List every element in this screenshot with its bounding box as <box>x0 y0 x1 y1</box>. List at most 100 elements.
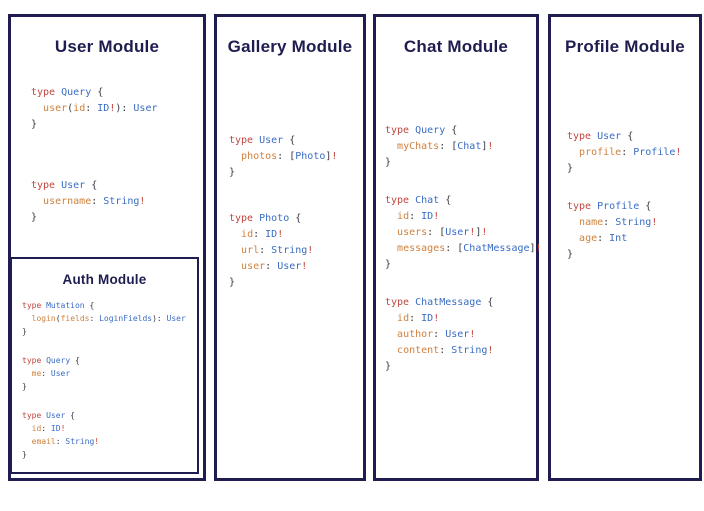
code-line: } <box>31 117 203 133</box>
code-area-auth: type Mutation { login(fields: LoginField… <box>12 299 197 461</box>
code-token: : <box>603 217 616 228</box>
code-block: type Profile { name: String! age: Int} <box>567 199 699 263</box>
code-token: ! <box>301 261 308 272</box>
code-line: type Photo { <box>229 211 363 227</box>
code-token: : [ <box>445 243 464 254</box>
code-token <box>385 345 397 356</box>
code-token: ChatMessage <box>415 297 482 308</box>
code-token: Chat <box>457 141 482 152</box>
code-token: ] <box>325 151 332 162</box>
code-line: url: String! <box>229 243 363 259</box>
code-token: id <box>73 103 86 114</box>
panel-gallery-module: Gallery Module type User { photos: [Phot… <box>214 14 366 481</box>
code-token: { <box>481 297 494 308</box>
code-token: ! <box>481 227 488 238</box>
module-title-chat: Chat Module <box>403 37 509 56</box>
code-token: } <box>567 163 574 174</box>
code-token <box>229 151 241 162</box>
code-line: } <box>385 359 536 375</box>
code-token: } <box>22 382 27 391</box>
code-token: User <box>259 135 284 146</box>
code-token: ! <box>675 147 682 158</box>
panel-profile-module: Profile Module type User { profile: Prof… <box>548 14 702 481</box>
code-token: user <box>241 261 266 272</box>
code-line: type Mutation { <box>22 299 197 312</box>
code-token: ID <box>421 211 434 222</box>
code-token: ! <box>535 243 542 254</box>
code-token: ! <box>109 103 116 114</box>
code-token: { <box>621 131 634 142</box>
code-token <box>229 261 241 272</box>
code-token: : <box>89 314 100 323</box>
code-token: : <box>55 437 66 446</box>
code-token: LoginFields <box>99 314 153 323</box>
code-token: email <box>31 437 56 446</box>
code-line: type Query { <box>31 85 203 101</box>
code-token: Mutation <box>46 301 85 310</box>
code-line: login(fields: LoginFields): User <box>22 312 197 325</box>
code-token: type <box>385 125 410 136</box>
code-token: content <box>397 345 440 356</box>
code-token: type <box>567 201 592 212</box>
code-token: } <box>31 212 38 223</box>
code-token: type <box>229 135 254 146</box>
code-line: username: String! <box>31 194 203 210</box>
code-token: type <box>22 301 42 310</box>
code-token: fields <box>60 314 90 323</box>
code-line: } <box>229 275 363 291</box>
code-block: type Query { me: User} <box>22 354 197 393</box>
code-token <box>567 233 579 244</box>
code-token: ! <box>433 313 440 324</box>
code-token: type <box>567 131 592 142</box>
code-token: } <box>229 167 236 178</box>
code-line: id: ID! <box>385 209 536 225</box>
code-line: } <box>385 155 536 171</box>
code-token <box>22 424 32 433</box>
code-token: me <box>31 369 42 378</box>
code-token: ! <box>433 211 440 222</box>
code-block: type User { photos: [Photo]!} <box>229 133 363 181</box>
code-line: user: User! <box>229 259 363 275</box>
code-line: users: [User!]! <box>385 225 536 241</box>
code-token: photos <box>241 151 278 162</box>
code-token: User <box>46 411 66 420</box>
code-line: name: String! <box>567 215 699 231</box>
code-token: username <box>43 196 92 207</box>
code-token: : <box>265 261 278 272</box>
code-area-gallery: type User { photos: [Photo]!} type Photo … <box>217 133 363 291</box>
code-token: { <box>439 195 452 206</box>
code-token: User <box>61 180 86 191</box>
code-block: type Chat { id: ID! users: [User!]! mess… <box>385 193 542 273</box>
code-token <box>229 229 241 240</box>
module-title-auth: Auth Module <box>62 272 147 287</box>
code-token: type <box>385 297 410 308</box>
code-token: User <box>50 369 71 378</box>
code-token: ChatMessage <box>463 243 530 254</box>
code-token <box>229 245 241 256</box>
code-token: type <box>31 87 56 98</box>
code-line: author: User! <box>385 327 536 343</box>
code-line: type User { <box>31 178 203 194</box>
code-token: : <box>597 233 610 244</box>
code-token <box>385 313 397 324</box>
code-token: messages <box>397 243 446 254</box>
code-token: : <box>409 211 422 222</box>
code-token: ): <box>152 314 167 323</box>
code-line: age: Int <box>567 231 699 247</box>
code-token: Int <box>609 233 628 244</box>
code-token: { <box>85 180 98 191</box>
code-token: ! <box>60 424 66 433</box>
code-token: ! <box>469 227 476 238</box>
code-line: myChats: [Chat]! <box>385 139 536 155</box>
code-area-chat: type Query { myChats: [Chat]!}type Chat … <box>376 123 542 375</box>
code-token: String <box>615 217 652 228</box>
code-token: : [ <box>277 151 296 162</box>
code-line: email: String! <box>22 435 197 448</box>
code-token: ): <box>115 103 134 114</box>
code-token: ID <box>421 313 434 324</box>
code-token <box>385 227 397 238</box>
code-line: type Chat { <box>385 193 536 209</box>
code-block: type User { username: String!} <box>31 178 203 226</box>
code-token: ! <box>331 151 338 162</box>
